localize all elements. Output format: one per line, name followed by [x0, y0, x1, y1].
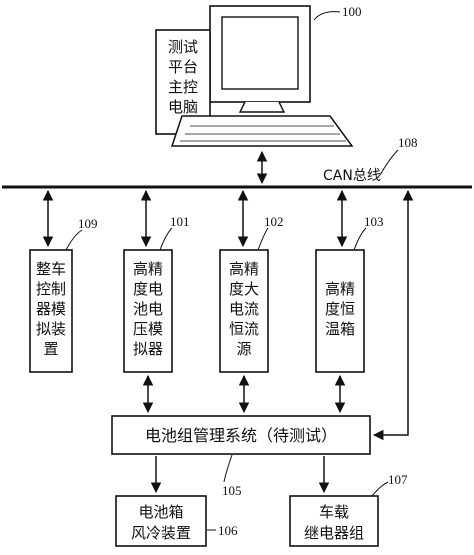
box-107-line: 继电器组	[304, 524, 364, 542]
bms-under-test: 电池组管理系统（待测试） 105	[111, 415, 371, 498]
box-106-line: 电池箱	[138, 503, 183, 521]
box-103-line: 度恒	[325, 300, 355, 318]
computer-label-line: 主控	[168, 78, 198, 96]
ref-100: 100	[342, 4, 362, 19]
ref-102: 102	[264, 214, 284, 229]
ref-106: 106	[218, 523, 238, 538]
bms-label: 电池组管理系统（待测试）	[145, 426, 337, 445]
box-high-current-source: 高精 度大 电流 恒流 源 102	[219, 214, 284, 373]
box-thermostatic-chamber: 高精 度恒 温箱 103	[315, 214, 384, 373]
box-103-line: 温箱	[325, 320, 355, 338]
can-bus-label: CAN总线	[323, 168, 381, 184]
computer-label-line: 电脑	[168, 98, 198, 116]
box-107-line: 车载	[319, 503, 349, 521]
ref-leader-100	[313, 11, 341, 21]
box-102-line: 源	[236, 340, 251, 358]
ref-105: 105	[222, 483, 242, 498]
box-101-line: 高精	[133, 260, 163, 278]
ref-leader-108	[379, 149, 399, 176]
box-109-line: 拟装	[36, 320, 66, 338]
box-vehicle-controller-simulator: 整车 控制 器模 拟装 置 109	[29, 216, 98, 373]
box-102-line: 电流	[229, 300, 259, 318]
ref-108: 108	[398, 135, 418, 150]
ref-leader-105	[223, 454, 233, 483]
computer-label-line: 测试	[168, 38, 198, 56]
ref-leader-107	[371, 481, 389, 497]
box-103-line: 高精	[325, 280, 355, 298]
ref-109: 109	[78, 216, 98, 231]
box-battery-voltage-simulator: 高精 度电 池电 压模 拟器 101	[123, 214, 190, 373]
ref-101: 101	[170, 214, 190, 229]
ref-107: 107	[388, 472, 408, 487]
box-102-line: 度大	[229, 280, 259, 298]
box-101-line: 度电	[133, 280, 163, 298]
ref-leader-101	[159, 227, 173, 251]
box-109-line: 控制	[36, 280, 66, 298]
box-101-line: 池电	[133, 300, 163, 318]
monitor-stand	[238, 101, 286, 113]
computer: 测试 平台 主控 电脑 100	[155, 4, 362, 147]
box-battery-air-cooling: 电池箱 风冷装置 106	[115, 495, 238, 547]
box-102-line: 恒流	[229, 320, 259, 338]
ref-leader-102	[257, 227, 269, 251]
arrow-bus-bms-right	[372, 189, 414, 441]
can-bus: CAN总线 108	[2, 135, 472, 189]
box-109-line: 置	[43, 340, 58, 358]
computer-label-line: 平台	[168, 58, 198, 76]
box-109-line: 器模	[36, 300, 66, 318]
ref-leader-103	[353, 227, 367, 251]
box-101-line: 压模	[133, 320, 163, 338]
box-101-line: 拟器	[133, 340, 163, 358]
box-109-line: 整车	[36, 260, 66, 278]
ref-103: 103	[364, 214, 384, 229]
monitor-screen	[221, 16, 299, 90]
keyboard	[170, 115, 354, 147]
box-102-line: 高精	[229, 260, 259, 278]
box-vehicle-relay-group: 车载 继电器组 107	[289, 472, 408, 547]
box-106-line: 风冷装置	[131, 524, 191, 542]
ref-leader-109	[65, 229, 83, 251]
